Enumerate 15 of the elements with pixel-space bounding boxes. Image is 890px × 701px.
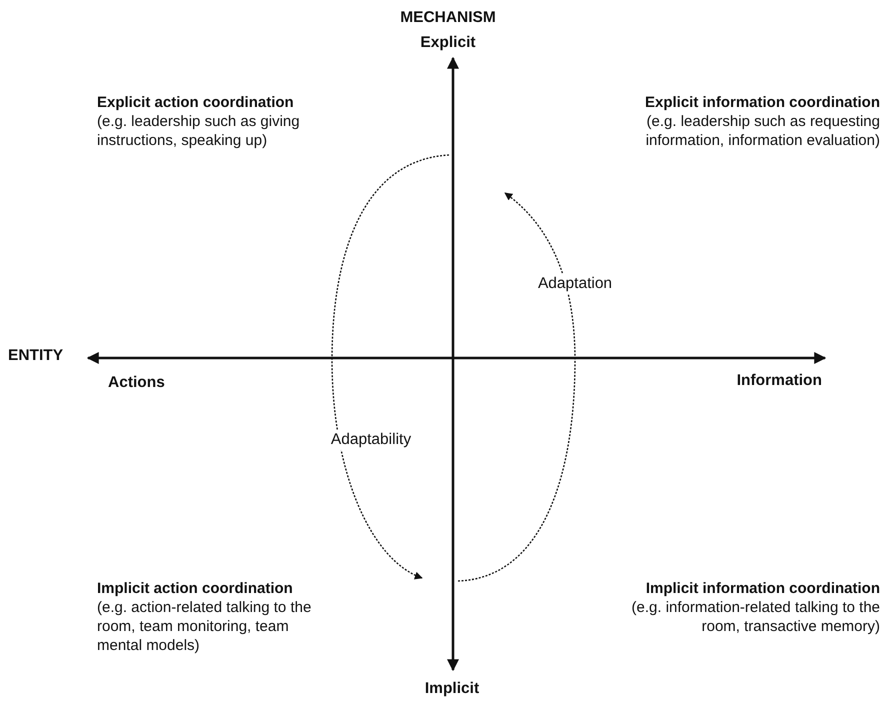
- axis-label: Implicit: [424, 680, 480, 698]
- quadrant-heading: Explicit action coordination: [97, 93, 295, 112]
- axis-label: Explicit: [420, 34, 476, 52]
- quadrant-heading: Explicit information coordination: [644, 93, 880, 112]
- quadrant-description: (e.g. leadership such as giving instructions, speaking up): [97, 112, 301, 150]
- quadrant-description: (e.g. information-related talking to the room, transactive memory): [630, 598, 880, 636]
- axis-label: ENTITY: [8, 347, 64, 365]
- axis-label: MECHANISM: [400, 9, 496, 27]
- quadrant-description: (e.g. action-related talking to the room, team monitoring, team mental models): [97, 598, 312, 655]
- axis-label: Information: [736, 372, 822, 390]
- axis-label: Actions: [108, 374, 165, 392]
- quadrant-heading: Implicit information coordination: [644, 579, 880, 598]
- quadrant-heading: Implicit action coordination: [97, 579, 294, 598]
- arrow-label: Adaptability: [328, 430, 414, 450]
- quadrant-description: (e.g. leadership such as requesting information, information evaluation): [644, 112, 880, 150]
